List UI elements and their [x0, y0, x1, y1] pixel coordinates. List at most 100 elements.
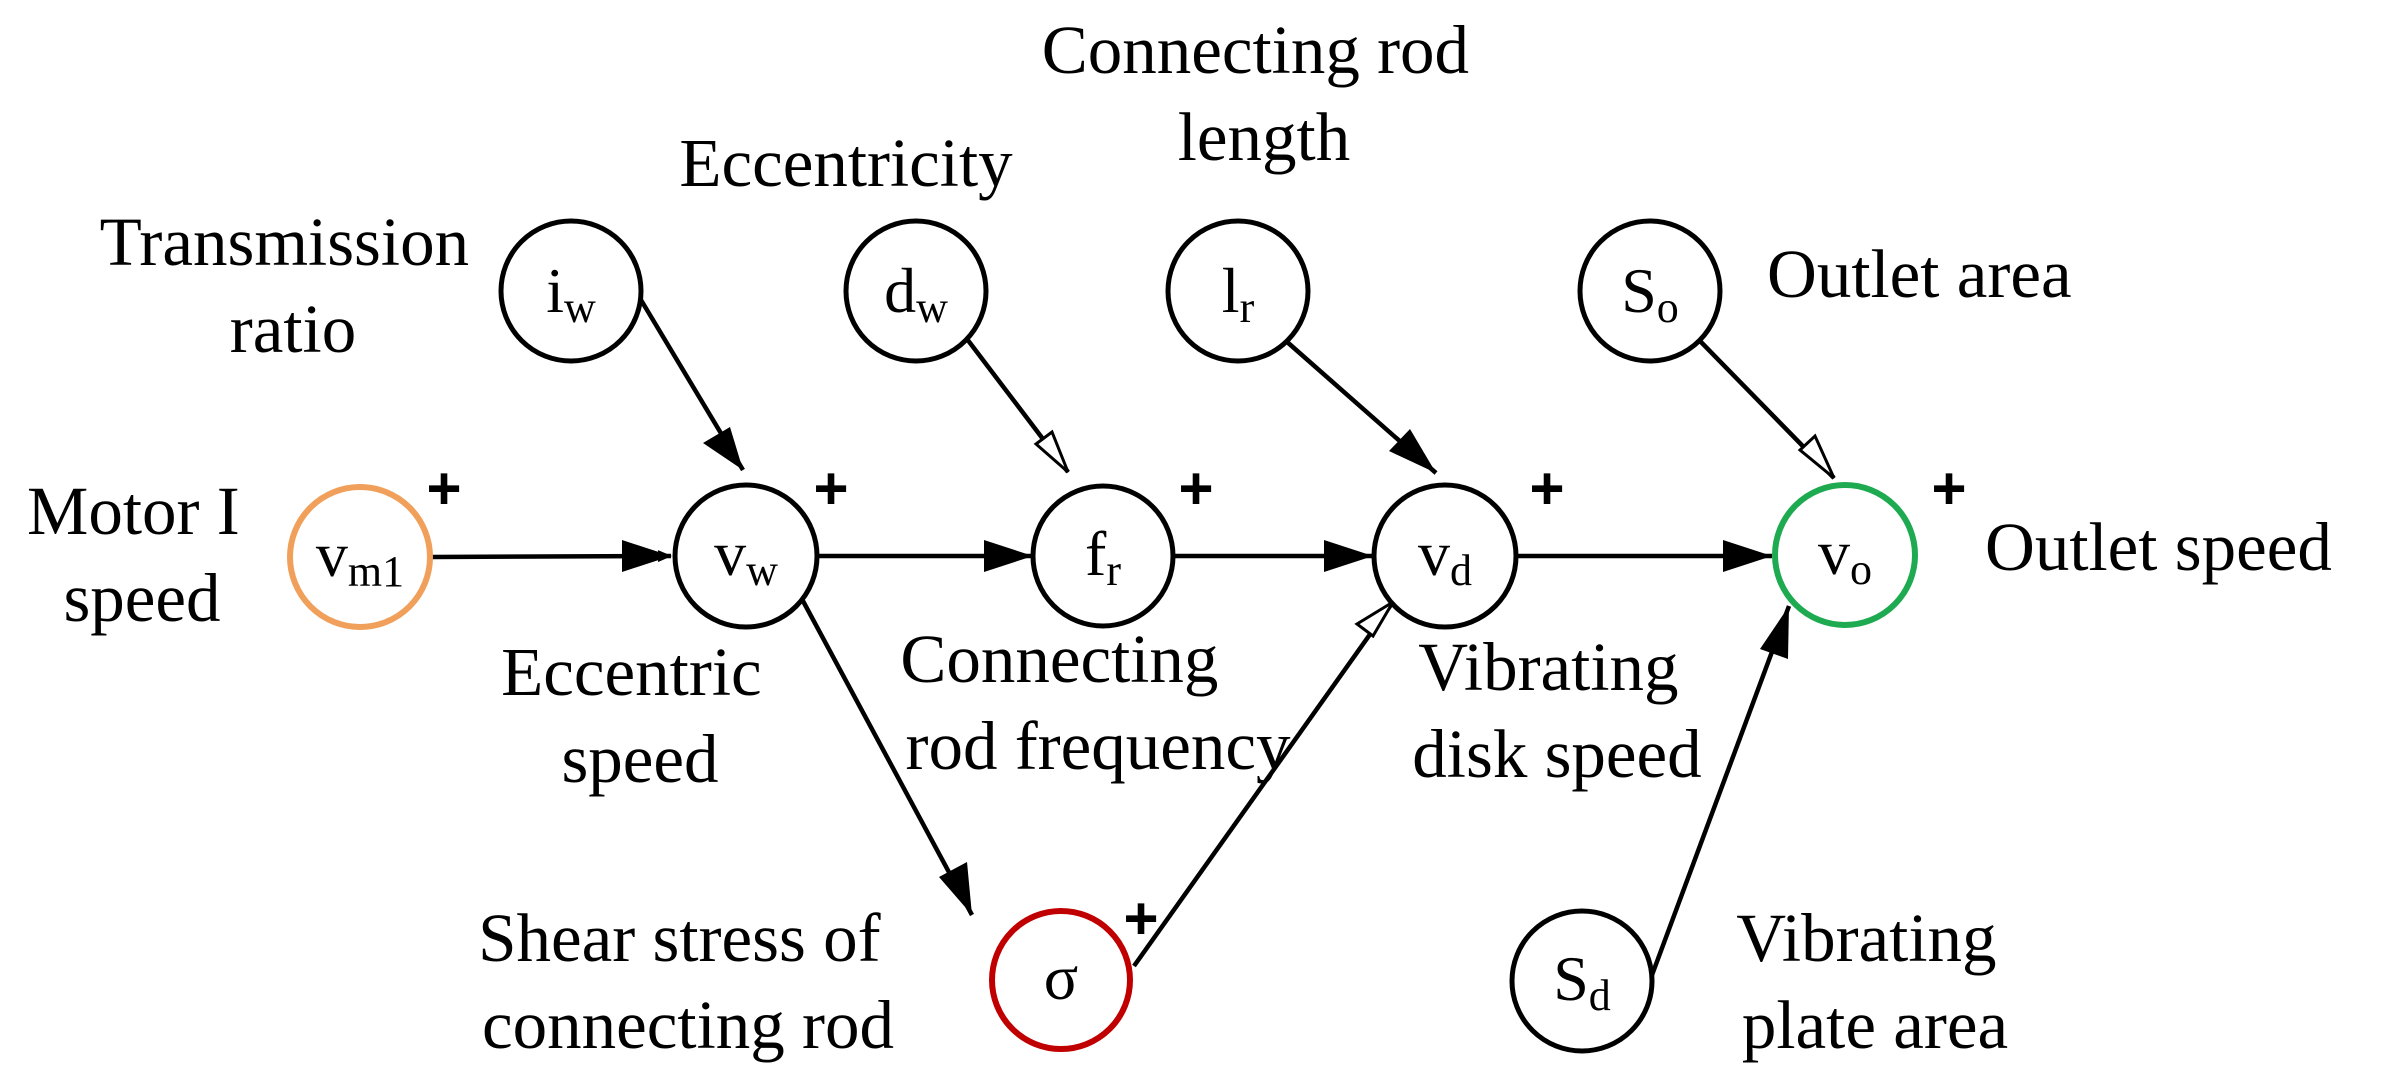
- label-transmission-ratio-line2: ratio: [230, 291, 356, 367]
- node-vo: vo: [1772, 482, 1918, 628]
- label-connecting-rod-length-line2: length: [1178, 99, 1350, 175]
- edge-sd-to-vo: [1649, 605, 1792, 976]
- arrowhead-vm1-vw: [622, 540, 671, 572]
- arrowhead-sigma-vd: [1354, 600, 1395, 639]
- arrowhead-vd-vo: [1723, 540, 1772, 572]
- node-vd-circle: [1371, 482, 1519, 630]
- svg-text:vm1: vm1: [316, 519, 404, 596]
- label-outlet-speed-line1: Outlet speed: [1985, 509, 2332, 585]
- label-outlet-speed: Outlet speed: [1985, 509, 2332, 585]
- label-vibrating-disk-speed-line2: disk speed: [1412, 716, 1701, 792]
- svg-text:iw: iw: [546, 255, 596, 332]
- node-fr: fr: [1030, 483, 1176, 629]
- node-vm1-sub: m1: [348, 547, 404, 596]
- svg-text:vw: vw: [714, 518, 778, 595]
- node-sigma: σ: [989, 908, 1133, 1052]
- node-iw-circle: [498, 218, 644, 364]
- svg-text:So: So: [1621, 255, 1679, 332]
- label-shear-stress-line1: Shear stress of: [478, 900, 880, 976]
- arrowhead-vw-sigma: [939, 862, 972, 915]
- arrowhead-lr-vd: [1389, 429, 1436, 473]
- node-vo-sub: o: [1850, 545, 1872, 594]
- svg-text:fr: fr: [1085, 518, 1121, 595]
- node-vw-sub: w: [746, 546, 778, 595]
- arrowhead-vw-fr: [984, 540, 1033, 572]
- label-outlet-area-line1: Outlet area: [1767, 236, 2072, 312]
- sign-vm1: +: [426, 455, 461, 522]
- node-fr-circle: [1030, 483, 1176, 629]
- node-fr-sub: r: [1106, 546, 1121, 595]
- node-lr-sub: r: [1240, 283, 1255, 332]
- node-vm1-circle: [287, 484, 433, 630]
- arrowheads: [622, 427, 1836, 915]
- node-vm1: vm1: [287, 484, 433, 630]
- node-so-circle: [1577, 218, 1723, 364]
- sign-vw: +: [813, 455, 848, 522]
- label-vibrating-disk-speed: Vibrating disk speed: [1412, 629, 1701, 792]
- node-dw-sub: w: [916, 283, 948, 332]
- node-vo-circle: [1772, 482, 1918, 628]
- arrowhead-dw-fr: [1033, 429, 1070, 474]
- label-connecting-rod-frequency-line2: rod frequency: [905, 708, 1291, 784]
- svg-text:Sd: Sd: [1553, 943, 1611, 1020]
- node-vd-main: v: [1418, 518, 1450, 589]
- label-motor-speed: Motor I speed: [27, 473, 257, 636]
- node-dw-main: d: [884, 255, 916, 326]
- label-vibrating-plate-area: Vibrating plate area: [1736, 900, 2014, 1063]
- sign-sigma: +: [1123, 885, 1158, 952]
- sign-vo: +: [1931, 455, 1966, 522]
- node-lr: lr: [1165, 218, 1311, 364]
- polarity-signs: + + + + + +: [426, 455, 1966, 952]
- node-dw-circle: [843, 218, 989, 364]
- node-vw: vw: [672, 482, 820, 630]
- svg-text:lr: lr: [1222, 255, 1255, 332]
- node-sd: Sd: [1509, 908, 1655, 1054]
- label-transmission-ratio-line1: Transmission: [100, 204, 469, 280]
- node-lr-circle: [1165, 218, 1311, 364]
- svg-text:σ: σ: [1044, 942, 1079, 1013]
- label-vibrating-disk-speed-line1: Vibrating: [1418, 629, 1678, 705]
- label-eccentric-speed-line2: speed: [561, 721, 718, 797]
- arrowhead-iw-vw: [703, 427, 743, 470]
- node-sigma-main: σ: [1044, 942, 1079, 1013]
- svg-text:vd: vd: [1418, 518, 1472, 595]
- sign-fr: +: [1178, 455, 1213, 522]
- sign-vd: +: [1529, 455, 1564, 522]
- edge-sigma-to-vd: [1132, 600, 1395, 968]
- node-fr-main: f: [1085, 518, 1107, 589]
- label-motor-speed-line2: speed: [63, 560, 220, 636]
- label-eccentricity-line1: Eccentricity: [679, 125, 1013, 201]
- node-so-sub: o: [1657, 283, 1679, 332]
- label-motor-speed-line1: Motor I: [27, 473, 240, 549]
- node-so: So: [1577, 218, 1723, 364]
- node-lr-main: l: [1222, 255, 1240, 326]
- label-connecting-rod-frequency: Connecting rod frequency: [900, 621, 1291, 784]
- edges: [431, 298, 1836, 976]
- node-dw: dw: [843, 218, 989, 364]
- label-eccentric-speed-line1: Eccentric: [501, 634, 761, 710]
- svg-text:dw: dw: [884, 255, 948, 332]
- node-vw-circle: [672, 482, 820, 630]
- node-so-main: S: [1621, 255, 1657, 326]
- node-sd-sub: d: [1589, 971, 1611, 1020]
- node-sd-main: S: [1553, 943, 1589, 1014]
- label-vibrating-plate-area-line1: Vibrating: [1736, 900, 1996, 976]
- variable-labels: Transmission ratio Eccentricity Connecti…: [27, 12, 2332, 1063]
- label-vibrating-plate-area-line2: plate area: [1742, 987, 2008, 1063]
- label-transmission-ratio: Transmission ratio: [100, 204, 487, 367]
- node-iw-main: i: [546, 255, 564, 326]
- node-vm1-main: v: [316, 519, 348, 590]
- arrowhead-so-vo: [1797, 433, 1836, 480]
- node-sd-circle: [1509, 908, 1655, 1054]
- node-sigma-circle: [989, 908, 1133, 1052]
- label-connecting-rod-length-line1: Connecting rod: [1042, 12, 1469, 88]
- nodes: iw dw lr So vm1 vw fr vd: [287, 218, 1918, 1054]
- node-iw: iw: [498, 218, 644, 364]
- label-outlet-area: Outlet area: [1767, 236, 2072, 312]
- node-vd-sub: d: [1450, 546, 1472, 595]
- arrowhead-fr-vd: [1324, 540, 1373, 572]
- label-connecting-rod-frequency-line1: Connecting: [900, 621, 1218, 697]
- label-connecting-rod-length: Connecting rod length: [1042, 12, 1487, 175]
- arrowhead-sd-vo: [1760, 606, 1789, 659]
